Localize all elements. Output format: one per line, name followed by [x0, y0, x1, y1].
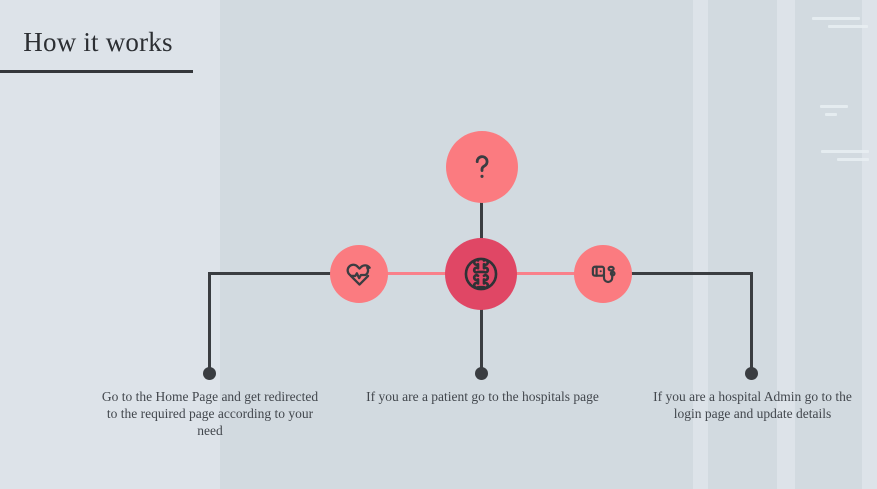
heading-block: How it works [0, 26, 196, 73]
endpoint-dot-left [203, 367, 216, 380]
blood-pressure-monitor-icon [589, 260, 618, 289]
connector-left-vertical [208, 272, 211, 374]
title-underline-rule [0, 70, 193, 73]
ghost-line [820, 105, 848, 108]
caption-left: Go to the Home Page and get redirected t… [101, 389, 319, 438]
endpoint-dot-right [745, 367, 758, 380]
background-band [862, 0, 877, 489]
ghost-line [812, 17, 860, 20]
node-heartbeat[interactable] [330, 245, 388, 303]
ghost-line [828, 25, 868, 28]
endpoint-dot-center [475, 367, 488, 380]
node-question[interactable] [446, 131, 518, 203]
question-mark-icon [465, 150, 499, 184]
caption-right: If you are a hospital Admin go to the lo… [653, 389, 852, 421]
ghost-line [821, 150, 869, 153]
bone-joint-icon [460, 253, 502, 295]
page-title: How it works [23, 27, 173, 57]
caption-center: If you are a patient go to the hospitals… [366, 389, 599, 404]
connector-right-vertical [750, 272, 753, 374]
heart-pulse-icon [345, 260, 374, 289]
node-hospital[interactable] [445, 238, 517, 310]
ghost-line [825, 113, 837, 116]
node-admin[interactable] [574, 245, 632, 303]
ghost-line [837, 158, 869, 161]
